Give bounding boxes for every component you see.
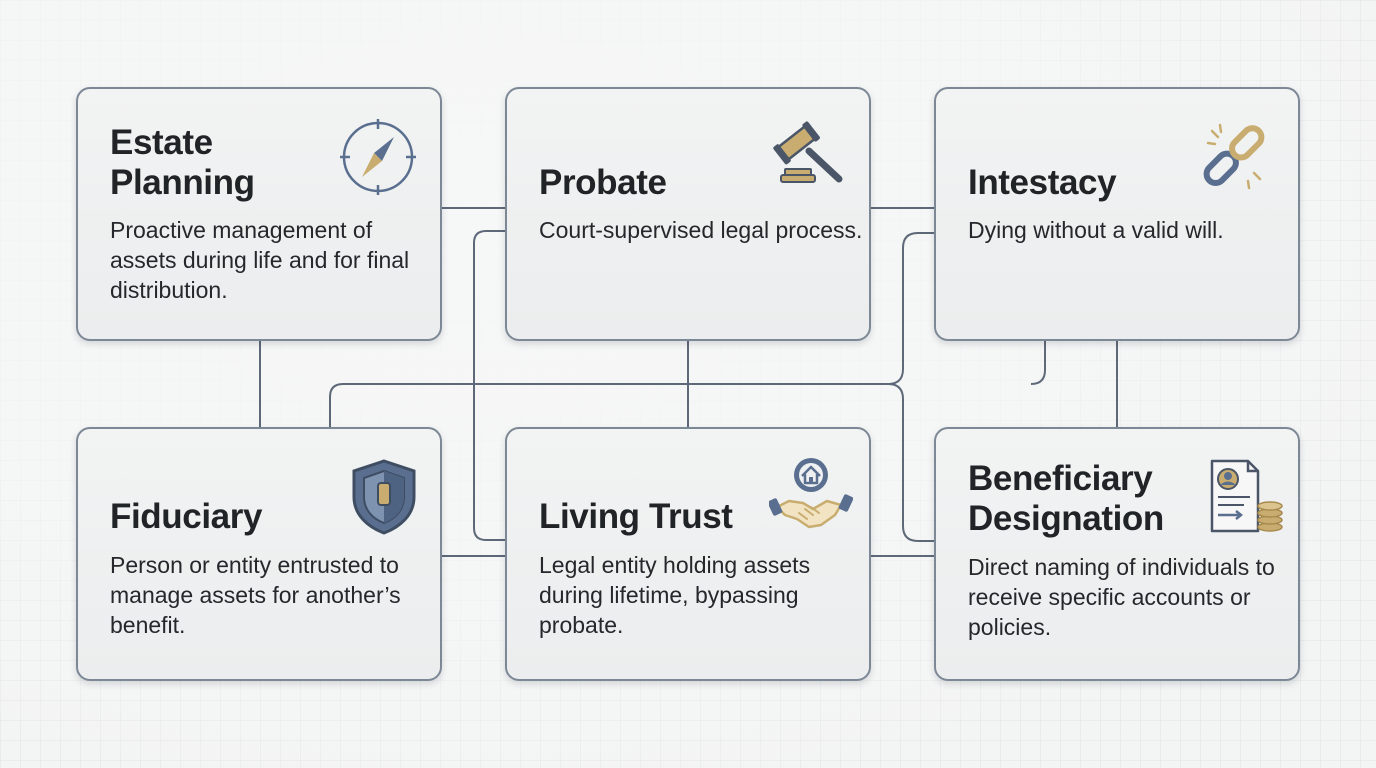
card-description: Legal entity holding assets during lifet… [539, 552, 811, 638]
card-description: Court-supervised legal process. [539, 217, 863, 243]
card-description: Person or entity entrusted to manage ass… [110, 552, 401, 638]
compass-icon [340, 119, 416, 195]
card-description: Direct naming of individuals to receive … [968, 554, 1275, 640]
house-handshake-icon [769, 458, 853, 529]
card-title-line: Estate [110, 123, 213, 162]
card-title: Intestacy [968, 163, 1117, 202]
card-living-trust[interactable]: Living Trust Legal entity holding assets… [505, 427, 871, 681]
shield-icon [352, 459, 416, 535]
card-estate-planning[interactable]: Estate Planning Proactive management of … [76, 87, 442, 341]
card-intestacy[interactable]: Intestacy Dying without a valid will. [934, 87, 1300, 341]
document-coins-icon [1210, 459, 1283, 533]
card-title-line: Planning [110, 163, 255, 202]
card-title-line: Designation [968, 499, 1164, 538]
card-description: Proactive management of assets during li… [110, 217, 410, 303]
card-title: Beneficiary Designation [968, 459, 1198, 539]
card-beneficiary-designation[interactable]: Beneficiary Designation Direct naming of… [934, 427, 1300, 681]
card-title: Estate Planning [110, 123, 340, 203]
card-fiduciary[interactable]: Fiduciary Person or entity entrusted to … [76, 427, 442, 681]
card-title: Living Trust [539, 497, 733, 536]
card-title-line: Beneficiary [968, 459, 1153, 498]
card-description: Dying without a valid will. [968, 217, 1224, 243]
broken-chain-icon [1203, 123, 1265, 190]
card-title: Probate [539, 163, 667, 202]
card-title: Fiduciary [110, 497, 263, 536]
card-probate[interactable]: Probate Court-supervised legal process. [505, 87, 871, 341]
gavel-icon [773, 121, 843, 183]
